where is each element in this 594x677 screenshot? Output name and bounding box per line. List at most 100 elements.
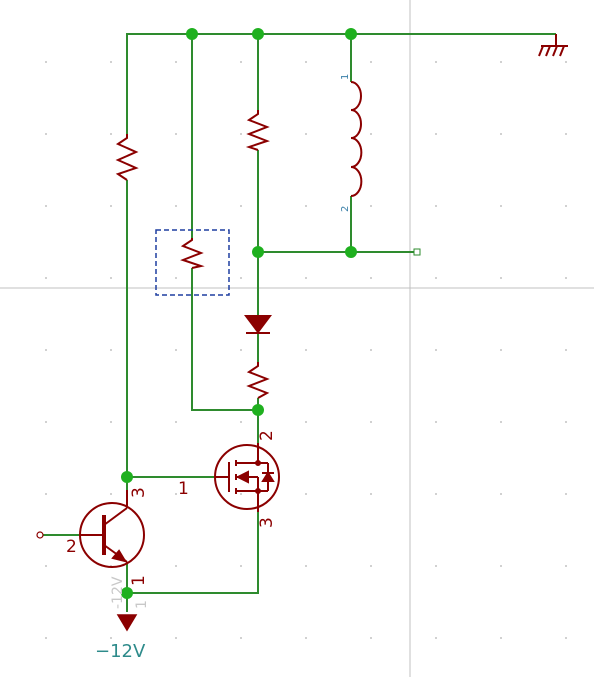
resistor-icon[interactable] — [246, 362, 270, 399]
mosfet-pin-drain: 2 — [257, 430, 277, 441]
grid-dot — [45, 421, 47, 423]
grid-dot — [565, 133, 567, 135]
junction-dot[interactable] — [186, 28, 198, 40]
resistor-icon[interactable] — [245, 110, 270, 151]
inductor-pin-bottom: 2 — [340, 206, 351, 212]
grid-dot — [565, 565, 567, 567]
grid-dot — [305, 349, 307, 351]
grid-dot — [240, 421, 242, 423]
nmos-icon[interactable] — [214, 443, 280, 512]
grid-dot — [565, 277, 567, 279]
grid-dot — [500, 565, 502, 567]
base-input-marker[interactable] — [36, 531, 44, 539]
wire-top-rail — [126, 33, 556, 134]
junction-dot[interactable] — [121, 471, 133, 483]
bjt-pin-base: 2 — [66, 537, 77, 557]
junction-dot[interactable] — [121, 587, 133, 599]
grid-dot — [370, 133, 372, 135]
grid-dot — [45, 277, 47, 279]
junctions — [121, 28, 357, 599]
grid-dot — [500, 493, 502, 495]
wire-source-return — [127, 512, 259, 594]
grid-dot — [175, 61, 177, 63]
grid-dot — [175, 421, 177, 423]
inductor-icon[interactable] — [350, 81, 363, 197]
grid-dot — [370, 205, 372, 207]
grid-dot — [305, 565, 307, 567]
resistor-r1 — [115, 134, 139, 181]
grid-dot — [240, 493, 242, 495]
wires — [43, 33, 556, 612]
npn-icon[interactable] — [79, 490, 145, 568]
junction-dot[interactable] — [252, 246, 264, 258]
grid-dot — [435, 205, 437, 207]
power-neg-icon[interactable] — [116, 614, 138, 632]
ground-icon[interactable] — [538, 34, 568, 57]
grid-dot — [240, 637, 242, 639]
grid-dot — [110, 133, 112, 135]
grid-dot — [45, 637, 47, 639]
grid-dot — [175, 493, 177, 495]
grid-dot — [240, 133, 242, 135]
grid-dot — [305, 277, 307, 279]
resistor-r4 — [246, 362, 270, 399]
grid-dot — [305, 637, 307, 639]
grid-dot — [305, 493, 307, 495]
output-port-marker[interactable] — [413, 248, 421, 256]
grid-dot — [240, 277, 242, 279]
grid-dot — [500, 205, 502, 207]
resistor-icon[interactable] — [115, 134, 139, 181]
ghost-power-label: -12V — [110, 576, 126, 609]
junction-dot[interactable] — [345, 28, 357, 40]
mosfet-pin-gate: 1 — [178, 479, 189, 499]
grid-dot — [500, 133, 502, 135]
bjt-pin-collector: 3 — [129, 487, 149, 498]
grid-dot — [175, 205, 177, 207]
mosfet-pin-source: 3 — [257, 517, 277, 528]
selection-box — [155, 229, 230, 296]
grid-dot — [500, 637, 502, 639]
grid-dot — [175, 277, 177, 279]
grid-dot — [565, 421, 567, 423]
grid-dot — [435, 493, 437, 495]
junction-dot[interactable] — [345, 246, 357, 258]
grid-dot — [435, 277, 437, 279]
grid-dot — [305, 421, 307, 423]
grid-dot — [110, 349, 112, 351]
grid-dot — [240, 61, 242, 63]
resistor-r3-selected — [180, 238, 205, 269]
grid-dot — [45, 205, 47, 207]
grid-dot — [45, 61, 47, 63]
grid-dot — [240, 565, 242, 567]
grid-dot — [435, 61, 437, 63]
grid-dot — [370, 61, 372, 63]
inductor-pin-top: 1 — [340, 74, 351, 80]
diode-icon[interactable] — [244, 315, 272, 334]
grid-dot — [110, 277, 112, 279]
grid-dot — [370, 565, 372, 567]
grid-dot — [435, 133, 437, 135]
junction-dot[interactable] — [252, 28, 264, 40]
ghost-power-pin: 1 — [134, 600, 150, 609]
grid-dot — [565, 349, 567, 351]
resistor-icon[interactable] — [180, 238, 205, 269]
grid-dot — [110, 61, 112, 63]
grid-dot — [370, 277, 372, 279]
grid-dot — [45, 493, 47, 495]
grid-dot — [565, 493, 567, 495]
bjt-pin-emitter: 1 — [129, 575, 149, 586]
wire-selected-resistor-bottom — [191, 268, 258, 411]
grid-dot — [45, 349, 47, 351]
grid-dot — [435, 349, 437, 351]
grid-dot — [175, 565, 177, 567]
grid-dot — [240, 205, 242, 207]
grid-dot — [500, 277, 502, 279]
grid-dot — [110, 205, 112, 207]
grid-dot — [305, 61, 307, 63]
grid-dot — [110, 493, 112, 495]
grid-dot — [370, 637, 372, 639]
grid-dot — [565, 205, 567, 207]
junction-dot[interactable] — [252, 404, 264, 416]
